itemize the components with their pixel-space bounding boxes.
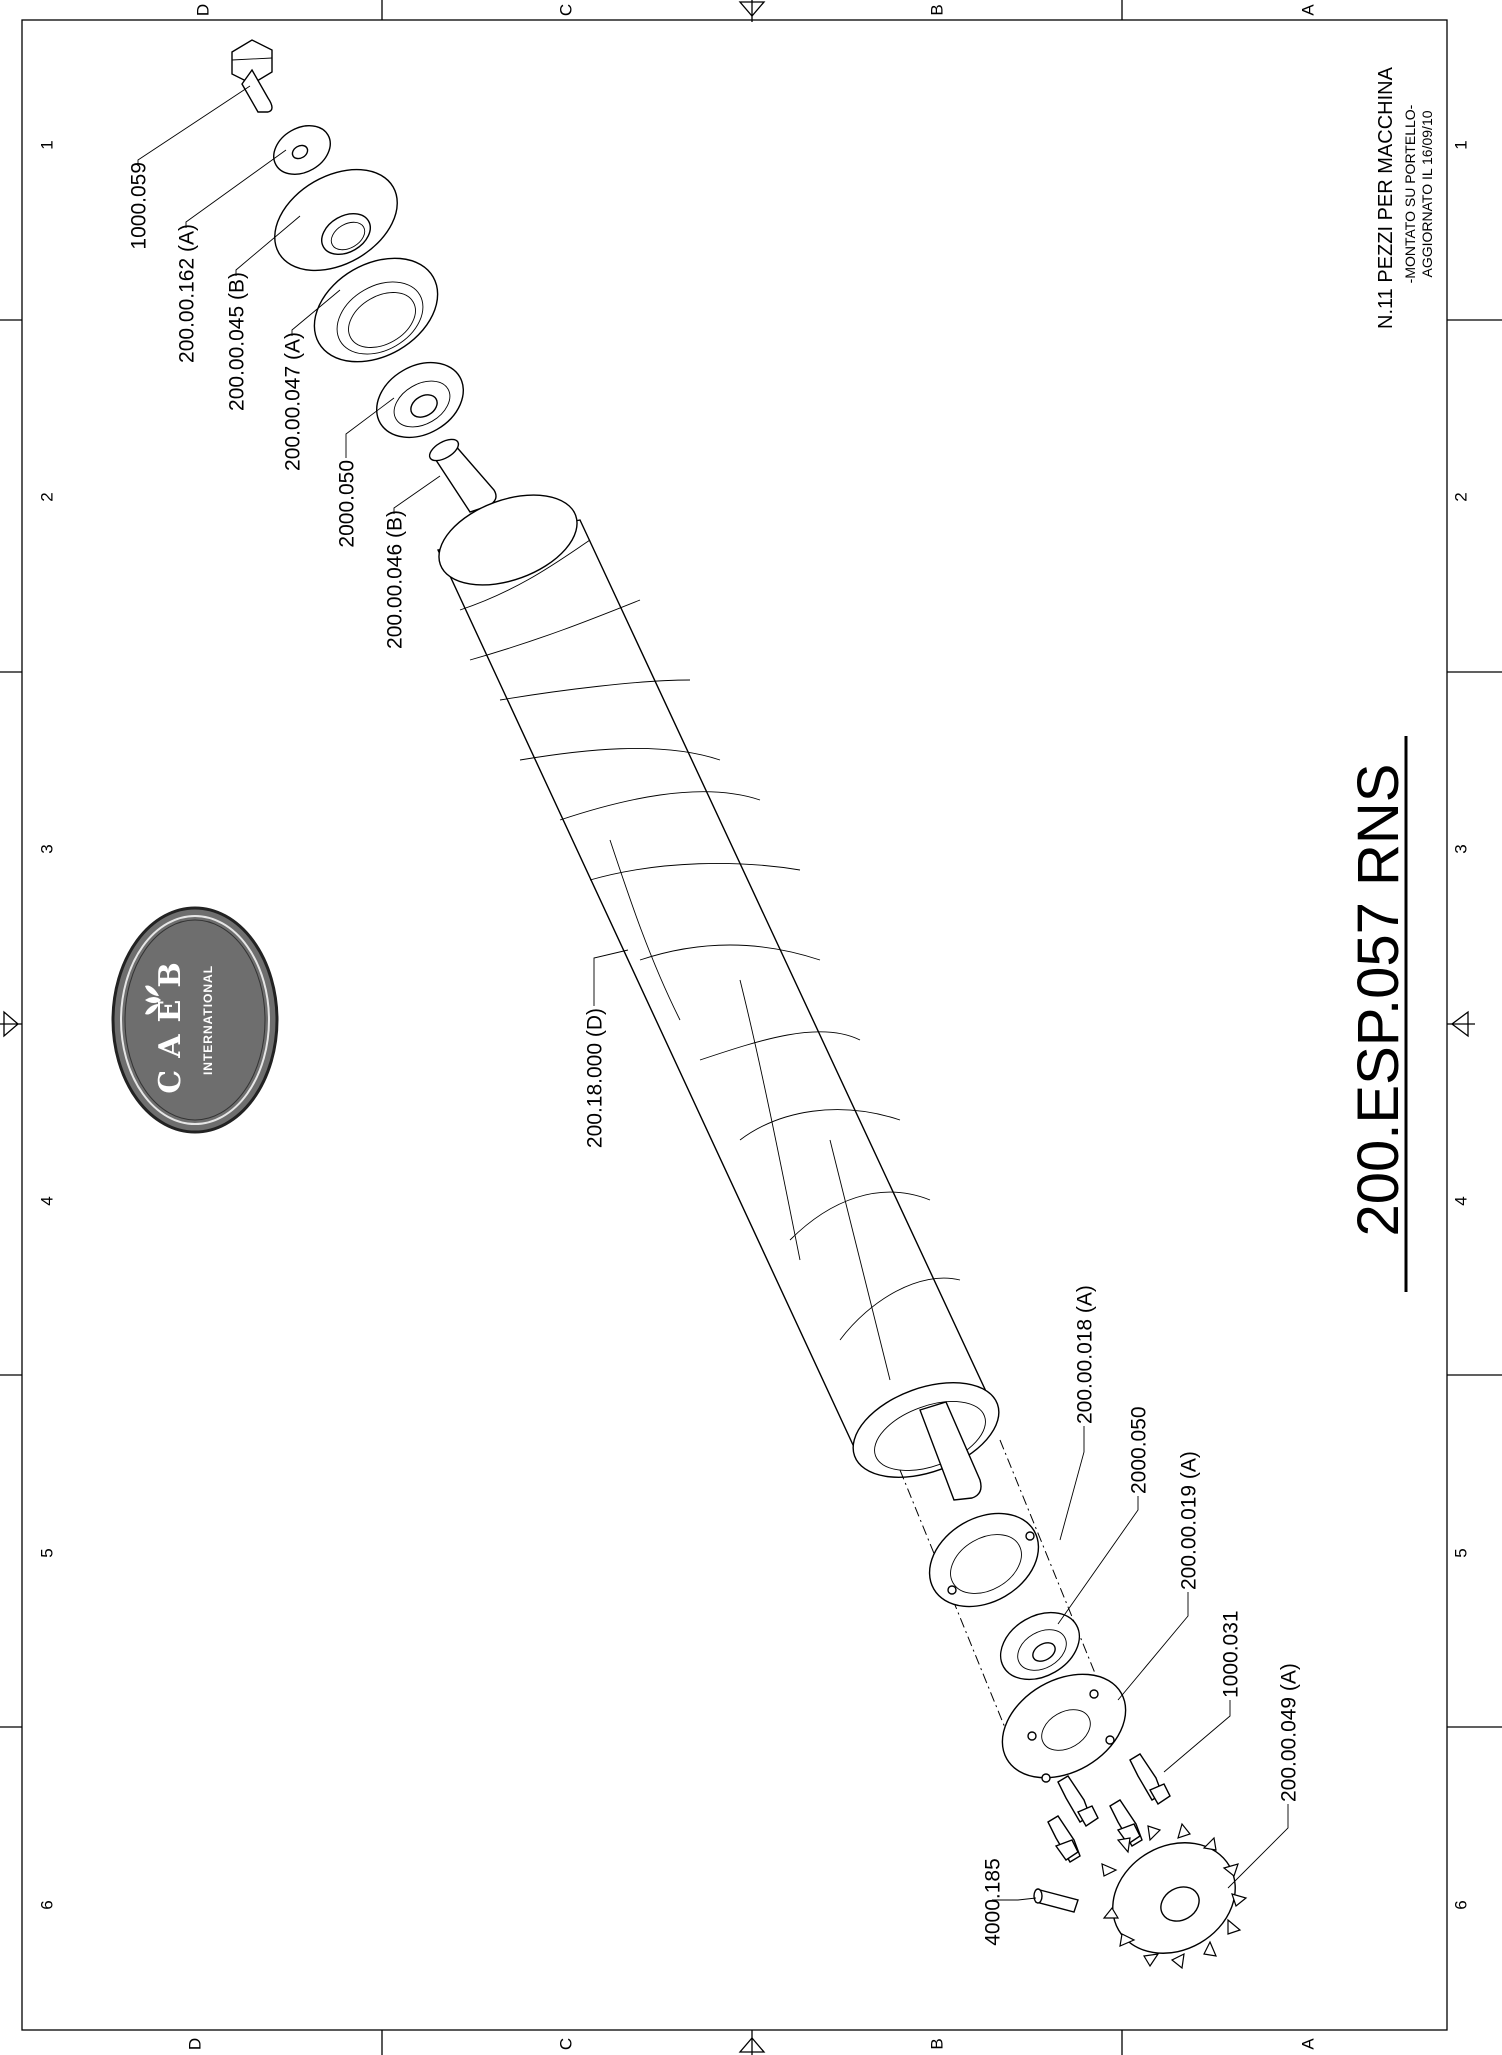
center-mark-bottom-icon	[738, 2030, 766, 2055]
drawing-notes: N.11 PEZZI PER MACCHINA -MONTATO SU PORT…	[1375, 66, 1435, 329]
sprocket-gear	[1101, 1822, 1248, 1970]
ball-bearing	[375, 361, 465, 439]
center-mark-right-icon	[1447, 1010, 1475, 1038]
zone-number: 2	[37, 492, 56, 501]
zone-number: 3	[37, 844, 56, 853]
center-mark-left-icon	[0, 1010, 22, 1038]
zone-number: 1	[37, 140, 56, 149]
zone-letter: C	[556, 2038, 575, 2050]
logo-subtitle: INTERNATIONAL	[201, 965, 215, 1075]
logo-brand: CAEB	[153, 950, 188, 1093]
callout-labels: 1000.059 200.00.162 (A) 200.00.045 (B) 2…	[128, 162, 1301, 1946]
zone-letter: D	[185, 2038, 204, 2050]
border-row-letters-bottom: D C B A	[185, 2038, 1317, 2050]
ball-bearing-lower	[999, 1611, 1081, 1681]
drawing-number-block: 200.ESP.057 RNS	[1346, 736, 1411, 1292]
hex-screws-lower	[1047, 1753, 1171, 1863]
pin-shaft-top	[428, 438, 497, 513]
zone-number: 3	[1451, 844, 1470, 853]
callout-200-00-049-a: 200.00.049 (A)	[1278, 1663, 1301, 1802]
zone-number: 2	[1451, 492, 1470, 501]
zone-letter: C	[556, 4, 575, 16]
zone-number: 1	[1451, 140, 1470, 149]
leader-lines	[137, 85, 1289, 1901]
callout-1000-059: 1000.059	[128, 162, 151, 250]
auger-screw	[436, 494, 1000, 1478]
callout-200-00-046-b: 200.00.046 (B)	[384, 510, 407, 649]
zone-number: 6	[1451, 1900, 1470, 1909]
border-column-numbers-right: 1 2 3 4 5 6	[1451, 140, 1470, 1909]
dowel-pin	[1033, 1888, 1079, 1913]
zone-number: 5	[37, 1548, 56, 1557]
callout-200-00-047-a: 200.00.047 (A)	[282, 332, 305, 471]
washer-small	[273, 125, 331, 175]
caeb-logo: CAEB INTERNATIONAL	[111, 906, 279, 1134]
zone-number: 4	[37, 1196, 56, 1205]
border-row-letters-top: D C B A	[193, 4, 1317, 16]
border-column-numbers-left: 1 2 3 4 5 6	[37, 140, 56, 1909]
drawing-number: 200.ESP.057 RNS	[1346, 764, 1411, 1237]
bearing-housing	[313, 257, 439, 363]
callout-200-00-018-a: 200.00.018 (A)	[1074, 1285, 1097, 1424]
callout-200-18-000-d: 200.18.000 (D)	[584, 1008, 607, 1148]
zone-letter: B	[927, 4, 946, 15]
hex-bolt-top	[231, 39, 273, 113]
zone-letter: A	[1298, 2038, 1317, 2050]
callout-200-00-162-a: 200.00.162 (A)	[176, 224, 199, 363]
leaf-emblem-icon	[145, 985, 161, 1015]
zone-number: 4	[1451, 1196, 1470, 1205]
note-line-1: N.11 PEZZI PER MACCHINA	[1375, 66, 1397, 329]
note-line-2: -MONTATO SU PORTELLO-	[1402, 104, 1418, 283]
zone-letter: A	[1298, 4, 1317, 16]
bearing-flange-lower	[928, 1512, 1040, 1608]
callout-4000-185: 4000.185	[982, 1858, 1005, 1946]
center-mark-top-icon	[738, 0, 766, 22]
zone-letter: D	[193, 4, 212, 16]
callout-2000-050-lower: 2000.050	[1128, 1406, 1151, 1494]
zone-number: 6	[37, 1900, 56, 1909]
callout-1000-031: 1000.031	[1220, 1610, 1243, 1698]
note-line-3: AGGIORNATO IL 16/09/10	[1419, 110, 1435, 277]
callout-2000-050-top: 2000.050	[336, 460, 359, 548]
zone-number: 5	[1451, 1548, 1470, 1557]
mounting-flange-plate	[1001, 1673, 1127, 1783]
callout-200-00-019-a: 200.00.019 (A)	[1178, 1451, 1201, 1590]
callout-200-00-045-b: 200.00.045 (B)	[226, 272, 249, 411]
zone-letter: B	[927, 2038, 946, 2049]
flange-cover	[274, 168, 398, 272]
